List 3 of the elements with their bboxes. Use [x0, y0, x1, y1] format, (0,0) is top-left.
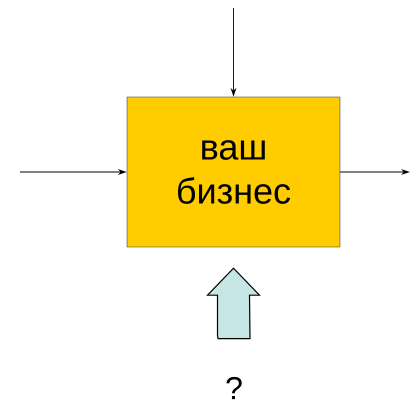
question-mark-label: ? — [226, 376, 242, 400]
block-arrow — [206, 267, 261, 340]
process-box: ваш бизнес — [126, 96, 340, 248]
